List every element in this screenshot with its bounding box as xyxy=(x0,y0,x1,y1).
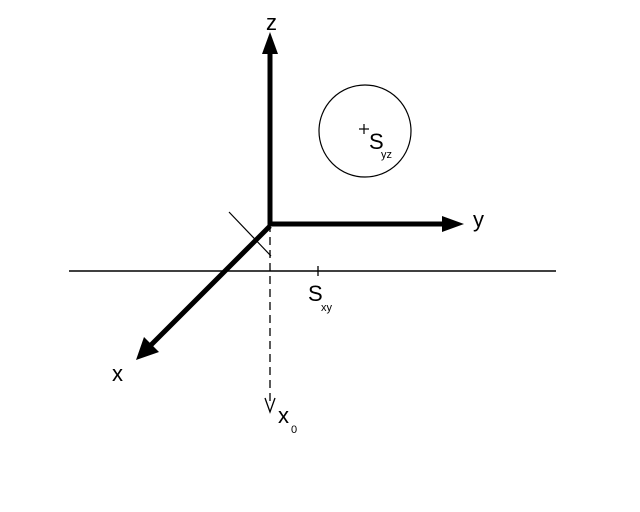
y-axis-label: y xyxy=(473,207,484,232)
z-axis-label: z xyxy=(266,10,277,35)
x0-arrow-head xyxy=(264,397,276,414)
s-yz-circle xyxy=(318,84,412,178)
s-yz-subscript: yz xyxy=(381,149,392,161)
x0-subscript: 0 xyxy=(291,424,297,436)
x0-label: x xyxy=(278,403,289,428)
y-axis-arrow-head xyxy=(442,216,464,232)
origin-hatch-line xyxy=(228,211,272,257)
s-yz-label: S xyxy=(369,129,384,154)
x-axis xyxy=(148,224,272,348)
s-xy-subscript: xy xyxy=(321,302,333,314)
s-xy-label: S xyxy=(308,281,323,306)
x-axis-label: x xyxy=(112,361,123,386)
z-axis-arrow-head xyxy=(262,32,278,54)
x-axis-arrow-head xyxy=(136,337,159,360)
